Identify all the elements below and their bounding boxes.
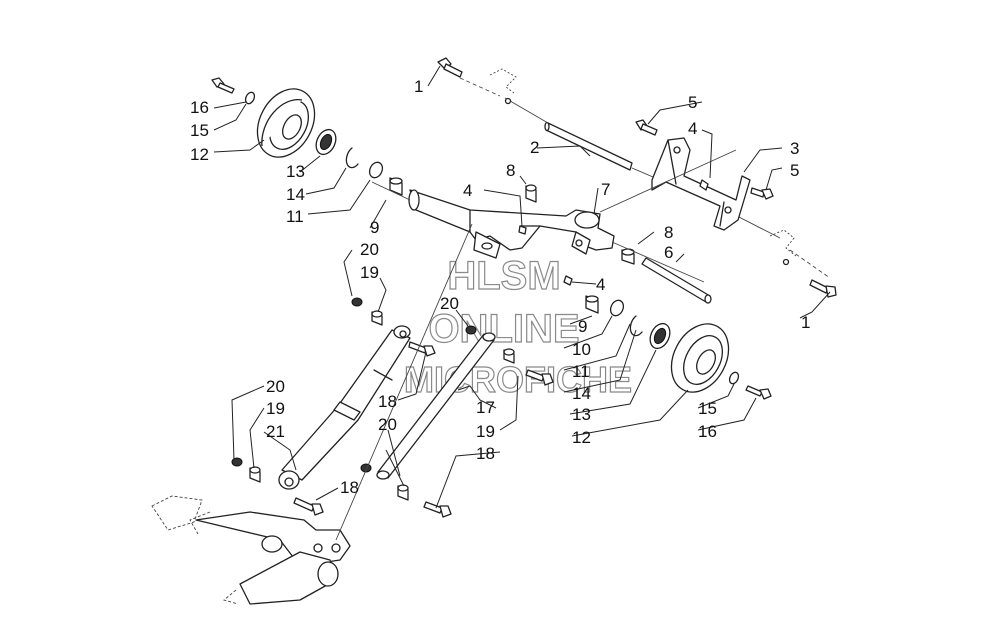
bolt-5-top <box>635 119 658 136</box>
callout-8-right: 8 <box>664 223 673 242</box>
callout-15-left: 15 <box>190 121 209 140</box>
bushing-20-c <box>360 463 372 473</box>
washer-15-left <box>244 91 256 105</box>
bolt-16-right <box>745 385 772 400</box>
bushing-20-d <box>231 457 243 467</box>
rail-frame-fragment <box>151 495 351 605</box>
callout-1-top: 1 <box>414 77 423 96</box>
callout-11-left: 11 <box>286 207 304 226</box>
callout-14-left: 14 <box>286 185 305 204</box>
upper-cross-shaft <box>459 68 831 279</box>
callout-14-right: 14 <box>572 384 591 403</box>
bearing-13-right <box>649 322 671 350</box>
callout-2: 2 <box>530 138 539 157</box>
callout-19-a: 19 <box>360 263 379 282</box>
callout-13-left: 13 <box>286 162 305 181</box>
callout-16-right: 16 <box>698 422 717 441</box>
callout-19-b: 19 <box>476 422 495 441</box>
callouts: 1 2 5 4 3 5 8 7 4 8 6 4 1 16 15 12 13 14… <box>190 77 810 497</box>
callout-19-c: 19 <box>266 399 285 418</box>
callout-20-d: 20 <box>266 377 285 396</box>
watermark-line-2: ONLINE <box>428 307 579 351</box>
watermark: HLSM ONLINE MICROFICHE <box>403 253 632 400</box>
callout-16-left: 16 <box>190 98 209 117</box>
callout-10: 10 <box>572 340 591 359</box>
lower-shaft <box>641 257 712 304</box>
bolt-1-top <box>437 57 463 78</box>
washer-15-right <box>728 371 740 385</box>
callout-5-top: 5 <box>688 93 697 112</box>
callout-18-c: 18 <box>340 478 359 497</box>
bolt-1-right <box>809 279 837 298</box>
leader-lines <box>213 65 831 509</box>
bushing-20-a <box>351 297 363 307</box>
callout-13-right: 13 <box>572 405 591 424</box>
callout-4-mid: 4 <box>596 275 605 294</box>
callout-12-left: 12 <box>190 145 209 164</box>
callout-20-c: 20 <box>378 415 397 434</box>
callout-20-b: 20 <box>440 294 459 313</box>
callout-20-a: 20 <box>360 240 379 259</box>
callout-12-right: 12 <box>572 428 591 447</box>
right-idler-wheel <box>670 323 730 393</box>
callout-8-top: 8 <box>506 161 515 180</box>
spacer-11-left <box>368 161 384 179</box>
bushing-8-top <box>525 184 537 203</box>
callout-18-b: 18 <box>476 444 495 463</box>
spacer-19-d <box>249 466 261 483</box>
snap-ring-14-left <box>345 147 359 169</box>
link-rod <box>376 332 496 480</box>
spacer-19-a <box>371 310 383 326</box>
spacer-9-left <box>389 177 403 196</box>
callout-18-a: 18 <box>378 392 397 411</box>
bolt-16-left <box>211 77 235 94</box>
spacer-19-c <box>397 484 409 501</box>
watermark-line-1: HLSM <box>447 254 560 298</box>
callout-15-right: 15 <box>698 399 717 418</box>
spacer-11-right <box>609 299 625 317</box>
rear-arm <box>408 189 615 259</box>
bolt-18-c <box>293 497 324 516</box>
bearing-13-left <box>315 128 337 156</box>
spacer-9-right <box>585 295 599 314</box>
bolt-5-right <box>750 187 774 200</box>
callout-9-right: 9 <box>578 317 587 336</box>
bolt-18-b <box>525 369 554 386</box>
callout-11-right: 11 <box>572 362 590 381</box>
callout-4-arm: 4 <box>463 181 472 200</box>
callout-21: 21 <box>266 422 285 441</box>
callout-17: 17 <box>476 398 495 417</box>
callout-1-right: 1 <box>801 313 810 332</box>
shock-absorber <box>278 325 411 490</box>
callout-9-left: 9 <box>370 218 379 237</box>
alignment-lines <box>335 149 737 541</box>
callout-6: 6 <box>664 243 673 262</box>
callout-5-right: 5 <box>790 161 799 180</box>
spacer-19-b <box>503 348 515 364</box>
bushing-20-b <box>465 325 477 335</box>
grease-fitting-4-mid <box>563 275 573 286</box>
callout-7: 7 <box>601 180 610 199</box>
left-idler-wheel <box>256 88 316 158</box>
callout-3: 3 <box>790 139 799 158</box>
snap-ring-14-right <box>629 315 643 337</box>
callout-4-top: 4 <box>688 119 697 138</box>
grease-fitting-4-top <box>699 179 709 191</box>
